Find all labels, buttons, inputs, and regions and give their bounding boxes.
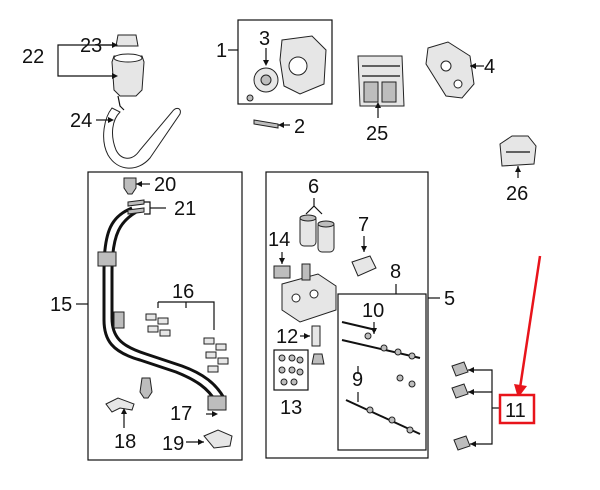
pump-group: 3 1 2 — [216, 19, 333, 138]
valve-body-box — [265, 171, 429, 459]
callout-19: 19 — [162, 433, 184, 455]
callout-17: 17 — [170, 403, 192, 425]
callout-2: 2 — [294, 116, 305, 138]
callout-23: 23 — [80, 35, 102, 57]
inlet-fitting — [273, 265, 291, 279]
valve-body-group: 5 6 7 14 12 — [265, 171, 455, 459]
pump-bolt — [253, 119, 279, 129]
callout-21: 21 — [174, 198, 196, 220]
seal-kit-box — [273, 349, 309, 391]
hose-assembly-group: 15 20 21 16 — [50, 171, 243, 461]
callout-18: 18 — [114, 431, 136, 453]
mounting-bracket — [425, 41, 475, 99]
solenoid-pair — [299, 214, 335, 253]
callout-4: 4 — [484, 56, 495, 78]
callout-26: 26 — [506, 183, 528, 205]
o-rings — [127, 199, 145, 215]
callout-7: 7 — [358, 214, 369, 236]
callout-11-highlight-box[interactable] — [498, 393, 536, 425]
callout-3: 3 — [259, 28, 270, 50]
callout-1: 1 — [216, 40, 227, 62]
return-hose — [103, 107, 181, 169]
callout-15: 15 — [50, 294, 72, 316]
rubber-mount — [499, 135, 537, 167]
callout-13: 13 — [280, 397, 302, 419]
seal-kit — [278, 354, 304, 386]
callout-8: 8 — [390, 261, 401, 283]
fittings-group: 11 — [451, 255, 542, 451]
solenoid-single — [351, 255, 377, 277]
callout-16: 16 — [172, 281, 194, 303]
reservoir-cap — [115, 34, 139, 47]
mount-group: 26 — [499, 135, 537, 205]
callout-22: 22 — [22, 46, 44, 68]
pressure-hose — [102, 206, 218, 403]
callout-10: 10 — [362, 300, 384, 322]
hose-bracket — [105, 397, 135, 413]
hose-assembly-box — [87, 171, 243, 461]
valve-spool — [311, 325, 321, 347]
valve-block — [281, 273, 337, 323]
callout-12: 12 — [276, 326, 298, 348]
callout-9: 9 — [352, 369, 363, 391]
callout-14: 14 — [268, 229, 290, 251]
clip-kit — [145, 313, 229, 373]
hose-clamp — [203, 429, 233, 449]
fittings — [451, 361, 471, 451]
reservoir-body — [111, 55, 145, 97]
valve-rods — [341, 321, 421, 435]
module-group: 25 — [357, 55, 405, 145]
callout-20: 20 — [154, 174, 176, 196]
callout-24: 24 — [70, 110, 92, 132]
callout-5: 5 — [444, 288, 455, 310]
highlight-arrow — [518, 255, 542, 389]
callout-11: 11 — [505, 400, 526, 422]
hose-fitting — [123, 177, 137, 195]
rod-kit-box — [337, 293, 427, 451]
callout-6: 6 — [308, 176, 319, 198]
pressure-switch — [139, 377, 153, 399]
callout-25: 25 — [366, 123, 388, 145]
pump-box — [237, 19, 333, 105]
bracket-group: 4 — [425, 41, 495, 99]
reservoir-group: 22 23 24 — [22, 34, 181, 169]
